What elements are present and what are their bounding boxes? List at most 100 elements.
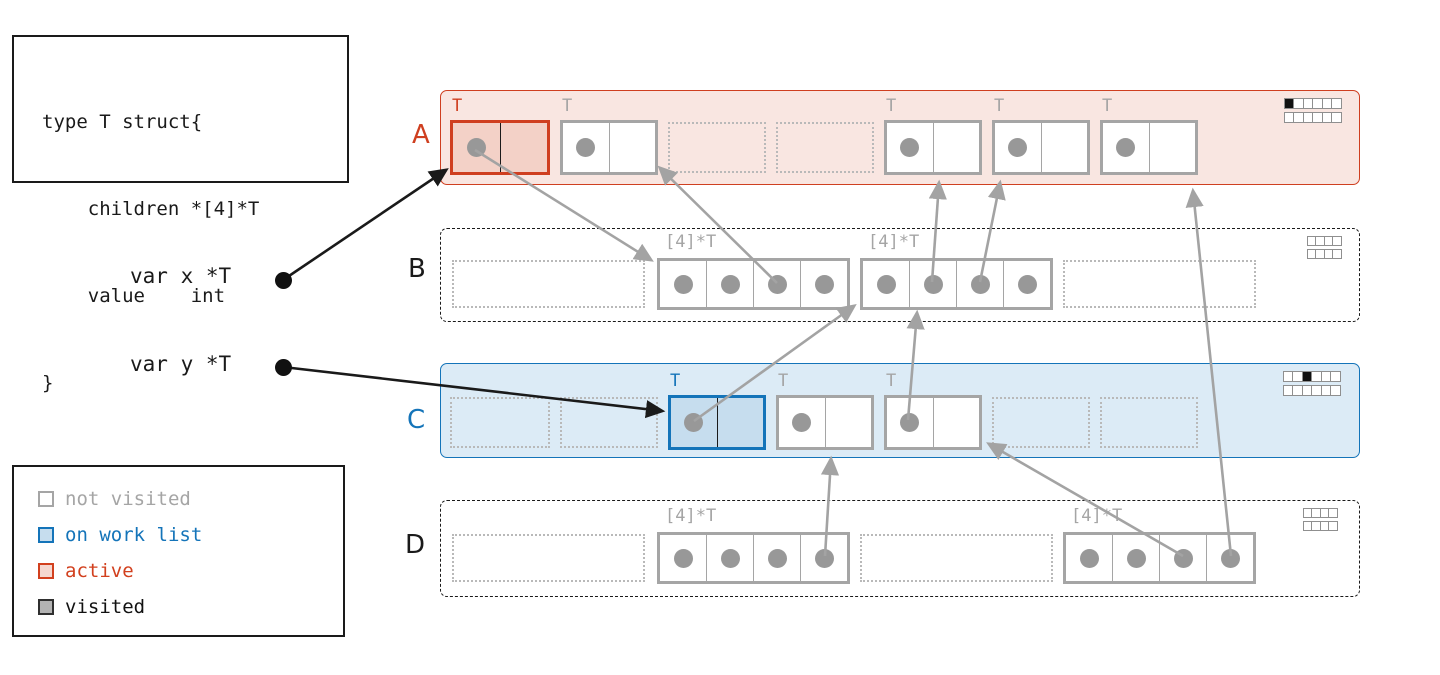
- value-field: [1042, 123, 1088, 172]
- array-element-2: [753, 535, 800, 581]
- pointer-dot: [720, 548, 740, 568]
- pointer-dot: [673, 274, 693, 294]
- pointer-field: [453, 123, 501, 172]
- value-field: [934, 398, 980, 447]
- array-element-3: [1003, 261, 1050, 307]
- array-element-3: [800, 261, 847, 307]
- legend-item-not-visited: not visited: [38, 481, 343, 517]
- array-cell-not_visited: [657, 258, 850, 310]
- pointer-dot: [1008, 138, 1028, 157]
- mark-bit-cell: [1328, 521, 1339, 531]
- mark-bits-row: [1283, 385, 1342, 396]
- slot-type-label: T: [452, 96, 463, 116]
- free-slot: [668, 122, 766, 173]
- code-line: children *[4]*T: [42, 198, 260, 220]
- var-x-label: var x *T: [130, 264, 232, 288]
- array-element-0: [1066, 535, 1112, 581]
- free-slot: [860, 534, 1053, 582]
- mark-bits-row: [1284, 98, 1343, 109]
- mark-bits-icon-B: [1307, 236, 1343, 262]
- mark-bits-row: [1283, 371, 1342, 382]
- struct-cell-not_visited: [884, 120, 982, 175]
- struct-cell-active: [450, 120, 550, 175]
- legend-item-visited: visited: [38, 589, 343, 625]
- legend-item-on-work-list: on work list: [38, 517, 343, 553]
- mark-bits-icon-A: [1284, 98, 1343, 126]
- pointer-field: [887, 398, 934, 447]
- value-field: [718, 398, 764, 447]
- mark-bits-row: [1307, 249, 1343, 259]
- array-element-1: [909, 261, 956, 307]
- free-slot: [1100, 397, 1198, 448]
- array-element-3: [800, 535, 847, 581]
- pointer-dot: [1079, 548, 1099, 568]
- array-element-2: [753, 261, 800, 307]
- pointer-dot: [900, 138, 920, 157]
- free-slot: [776, 122, 874, 173]
- free-slot: [452, 260, 645, 308]
- pointer-dot: [576, 138, 596, 157]
- legend-item-active: active: [38, 553, 343, 589]
- type-definition-box: type T struct{ children *[4]*T value int…: [12, 35, 349, 394]
- pointer-dot: [900, 413, 920, 432]
- mark-bits-icon-D: [1303, 508, 1339, 534]
- code-line: }: [42, 372, 54, 394]
- mark-bit-cell: [1331, 112, 1343, 123]
- slot-type-label: T: [886, 96, 897, 116]
- legend-label: visited: [65, 596, 146, 618]
- pointer-field: [671, 398, 718, 447]
- mark-bit-cell: [1330, 385, 1342, 396]
- free-slot: [992, 397, 1090, 448]
- legend-label: not visited: [65, 488, 191, 510]
- slot-type-label: T: [886, 371, 897, 391]
- legend-swatch-on-work-list: [38, 527, 54, 543]
- row-label-A: A: [412, 120, 430, 150]
- array-element-3: [1206, 535, 1253, 581]
- pointer-dot: [1017, 274, 1037, 294]
- pointer-dot: [923, 274, 943, 294]
- pointer-dot: [876, 274, 896, 294]
- value-field: [610, 123, 656, 172]
- free-slot: [450, 397, 550, 448]
- row-label-D: D: [405, 530, 426, 560]
- mark-bits-row: [1303, 521, 1339, 531]
- value-field: [934, 123, 980, 172]
- pointer-dot: [814, 548, 834, 568]
- pointer-dot: [1126, 548, 1146, 568]
- pointer-dot: [767, 548, 787, 568]
- array-element-1: [1112, 535, 1159, 581]
- mark-bits-icon-C: [1283, 371, 1342, 399]
- struct-cell-not_visited: [992, 120, 1090, 175]
- array-cell-not_visited: [860, 258, 1053, 310]
- pointer-dot: [814, 274, 834, 294]
- array-element-0: [660, 261, 706, 307]
- slot-type-label: T: [1102, 96, 1113, 116]
- legend: not visited on work list active visited: [12, 465, 345, 637]
- slot-type-label: [4]*T: [665, 232, 717, 252]
- slot-type-label: [4]*T: [868, 232, 920, 252]
- mark-bits-row: [1307, 236, 1343, 246]
- pointer-dot: [466, 138, 486, 157]
- mark-bit-cell: [1330, 371, 1342, 382]
- pointer-dot: [1220, 548, 1240, 568]
- pointer-dot: [684, 413, 704, 432]
- mark-bits-row: [1284, 112, 1343, 123]
- mark-bit-cell: [1331, 98, 1343, 109]
- array-cell-not_visited: [1063, 532, 1256, 584]
- mark-bit-cell: [1332, 236, 1343, 246]
- slot-type-label: T: [562, 96, 573, 116]
- array-element-1: [706, 535, 753, 581]
- value-field: [501, 123, 548, 172]
- pointer-dot: [673, 548, 693, 568]
- mark-bits-row: [1303, 508, 1339, 518]
- row-label-B: B: [408, 254, 426, 284]
- slot-type-label: [4]*T: [665, 506, 717, 526]
- struct-cell-on_work_list: [668, 395, 766, 450]
- free-slot: [452, 534, 645, 582]
- slot-type-label: T: [994, 96, 1005, 116]
- pointer-dot: [767, 274, 787, 294]
- array-element-2: [1159, 535, 1206, 581]
- pointer-field: [887, 123, 934, 172]
- struct-cell-not_visited: [776, 395, 874, 450]
